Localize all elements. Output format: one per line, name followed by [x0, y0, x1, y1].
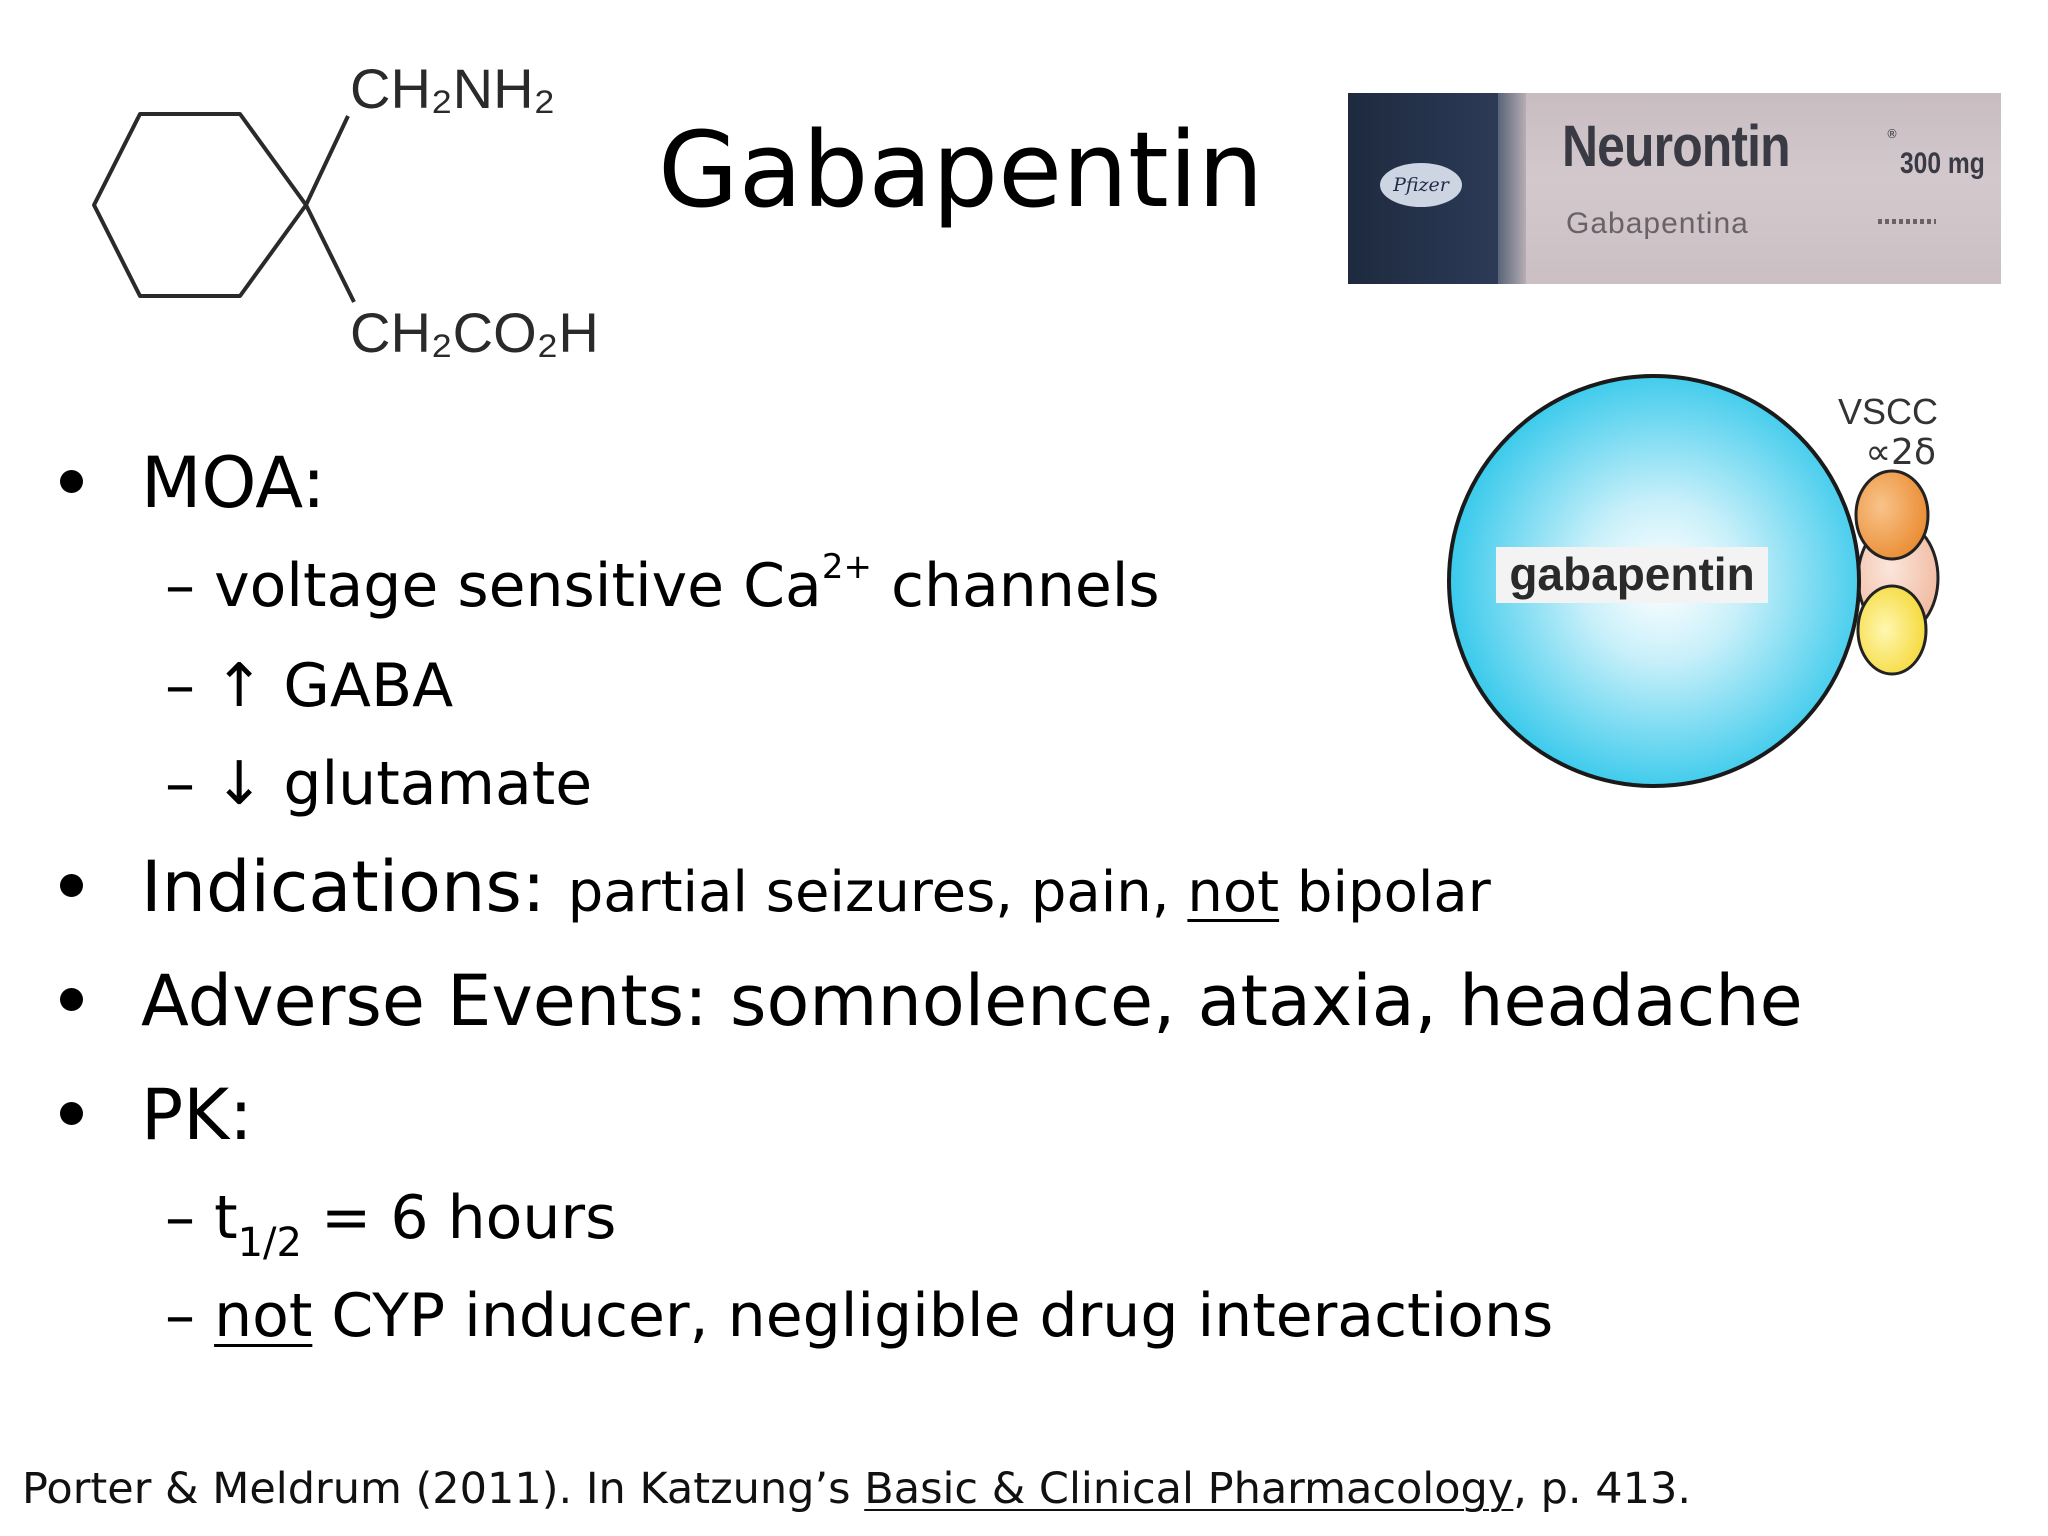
citation-book-title: Basic & Clinical Pharmacology — [864, 1464, 1514, 1514]
dash: – — [165, 749, 195, 819]
moa-item-calcium: – voltage sensitive Ca2+ channels — [165, 550, 1160, 616]
group-bottom-label: CH₂CO₂H — [350, 301, 599, 364]
moa-label: MOA: — [141, 442, 326, 524]
dash: – — [165, 1281, 195, 1351]
page-title: Gabapentin — [658, 109, 1264, 231]
pk-item-halflife: – t1/2 = 6 hours — [165, 1188, 616, 1263]
adverse-events-text: Adverse Events: somnolence, ataxia, head… — [141, 960, 1803, 1042]
bullet-dot — [60, 1102, 83, 1126]
box-brand-name: Neurontin — [1562, 114, 1791, 179]
citation-pre: Porter & Meldrum (2011). In Katzung’s — [22, 1464, 865, 1514]
pfizer-logo: Pfizer — [1380, 163, 1462, 207]
box-registered-mark: ® — [1886, 127, 1898, 141]
orange-subunit — [1854, 469, 1930, 561]
bullet-indications: Indications: partial seizures, pain, not… — [60, 852, 1491, 922]
dash: – — [165, 651, 195, 721]
halflife-t: t — [214, 1183, 238, 1253]
cyp-rest: CYP inducer, negligible drug interaction… — [312, 1281, 1554, 1351]
halflife-rest: = 6 hours — [301, 1183, 617, 1253]
halflife-subscript: 1/2 — [237, 1220, 302, 1266]
box-stripe — [1498, 93, 1526, 284]
neurontin-box-photo: Pfizer Neurontin ® 300 mg Gabapentina — [1348, 93, 2001, 284]
bond-upper — [304, 115, 350, 206]
box-dose: 300 mg — [1900, 147, 1985, 180]
cyp-not: not — [214, 1281, 313, 1351]
bullet-dot — [60, 874, 83, 898]
bullet-dot — [60, 988, 83, 1012]
bullet-dot — [60, 470, 83, 494]
citation-post: , p. 413. — [1513, 1464, 1692, 1514]
bullet-pk: PK: — [60, 1080, 253, 1150]
pfizer-logo-text: Pfizer — [1393, 174, 1449, 196]
cyclohexane-ring — [92, 112, 308, 298]
gabapentin-label-bg — [1496, 547, 1768, 603]
moa-item-glutamate: – ↓ glutamate — [165, 754, 592, 814]
chemical-structure-image: CH₂NH₂ CH₂CO₂H — [92, 57, 599, 364]
indications-text-pre: partial seizures, pain, — [567, 860, 1188, 925]
moa-item-glutamate-text: ↓ glutamate — [214, 749, 593, 819]
moa-item-calcium-tail: channels — [871, 551, 1160, 621]
calcium-charge: 2+ — [821, 547, 872, 587]
moa-item-gaba-text: ↑ GABA — [214, 651, 454, 721]
indications-label: Indications: — [141, 846, 546, 928]
moa-item-calcium-text: voltage sensitive Ca — [214, 551, 822, 621]
moa-item-gaba: – ↑ GABA — [165, 656, 453, 716]
dash: – — [165, 1183, 195, 1253]
indications-text-post: bipolar — [1279, 860, 1491, 925]
bullet-adverse-events: Adverse Events: somnolence, ataxia, head… — [60, 966, 1803, 1036]
group-top-label: CH₂NH₂ — [350, 57, 555, 120]
gabapentin-label: gabapentin — [1509, 548, 1754, 600]
dash: – — [165, 551, 195, 621]
gabapentin-vscc-diagram: gabapentin VSCC ∝2δ — [1447, 374, 1940, 788]
pk-item-cyp: – not CYP inducer, negligible drug inter… — [165, 1286, 1553, 1346]
citation: Porter & Meldrum (2011). In Katzung’s Ba… — [22, 1468, 1691, 1511]
alpha2delta-label: ∝2δ — [1865, 432, 1936, 473]
yellow-subunit — [1856, 584, 1928, 676]
bond-lower — [304, 204, 356, 303]
indications-not: not — [1187, 860, 1280, 925]
vscc-label: VSCC — [1838, 391, 1938, 432]
pk-label: PK: — [141, 1074, 253, 1156]
box-fine-print — [1878, 219, 1936, 224]
box-generic-name: Gabapentina — [1566, 207, 1749, 240]
bullet-moa: MOA: — [60, 448, 326, 518]
